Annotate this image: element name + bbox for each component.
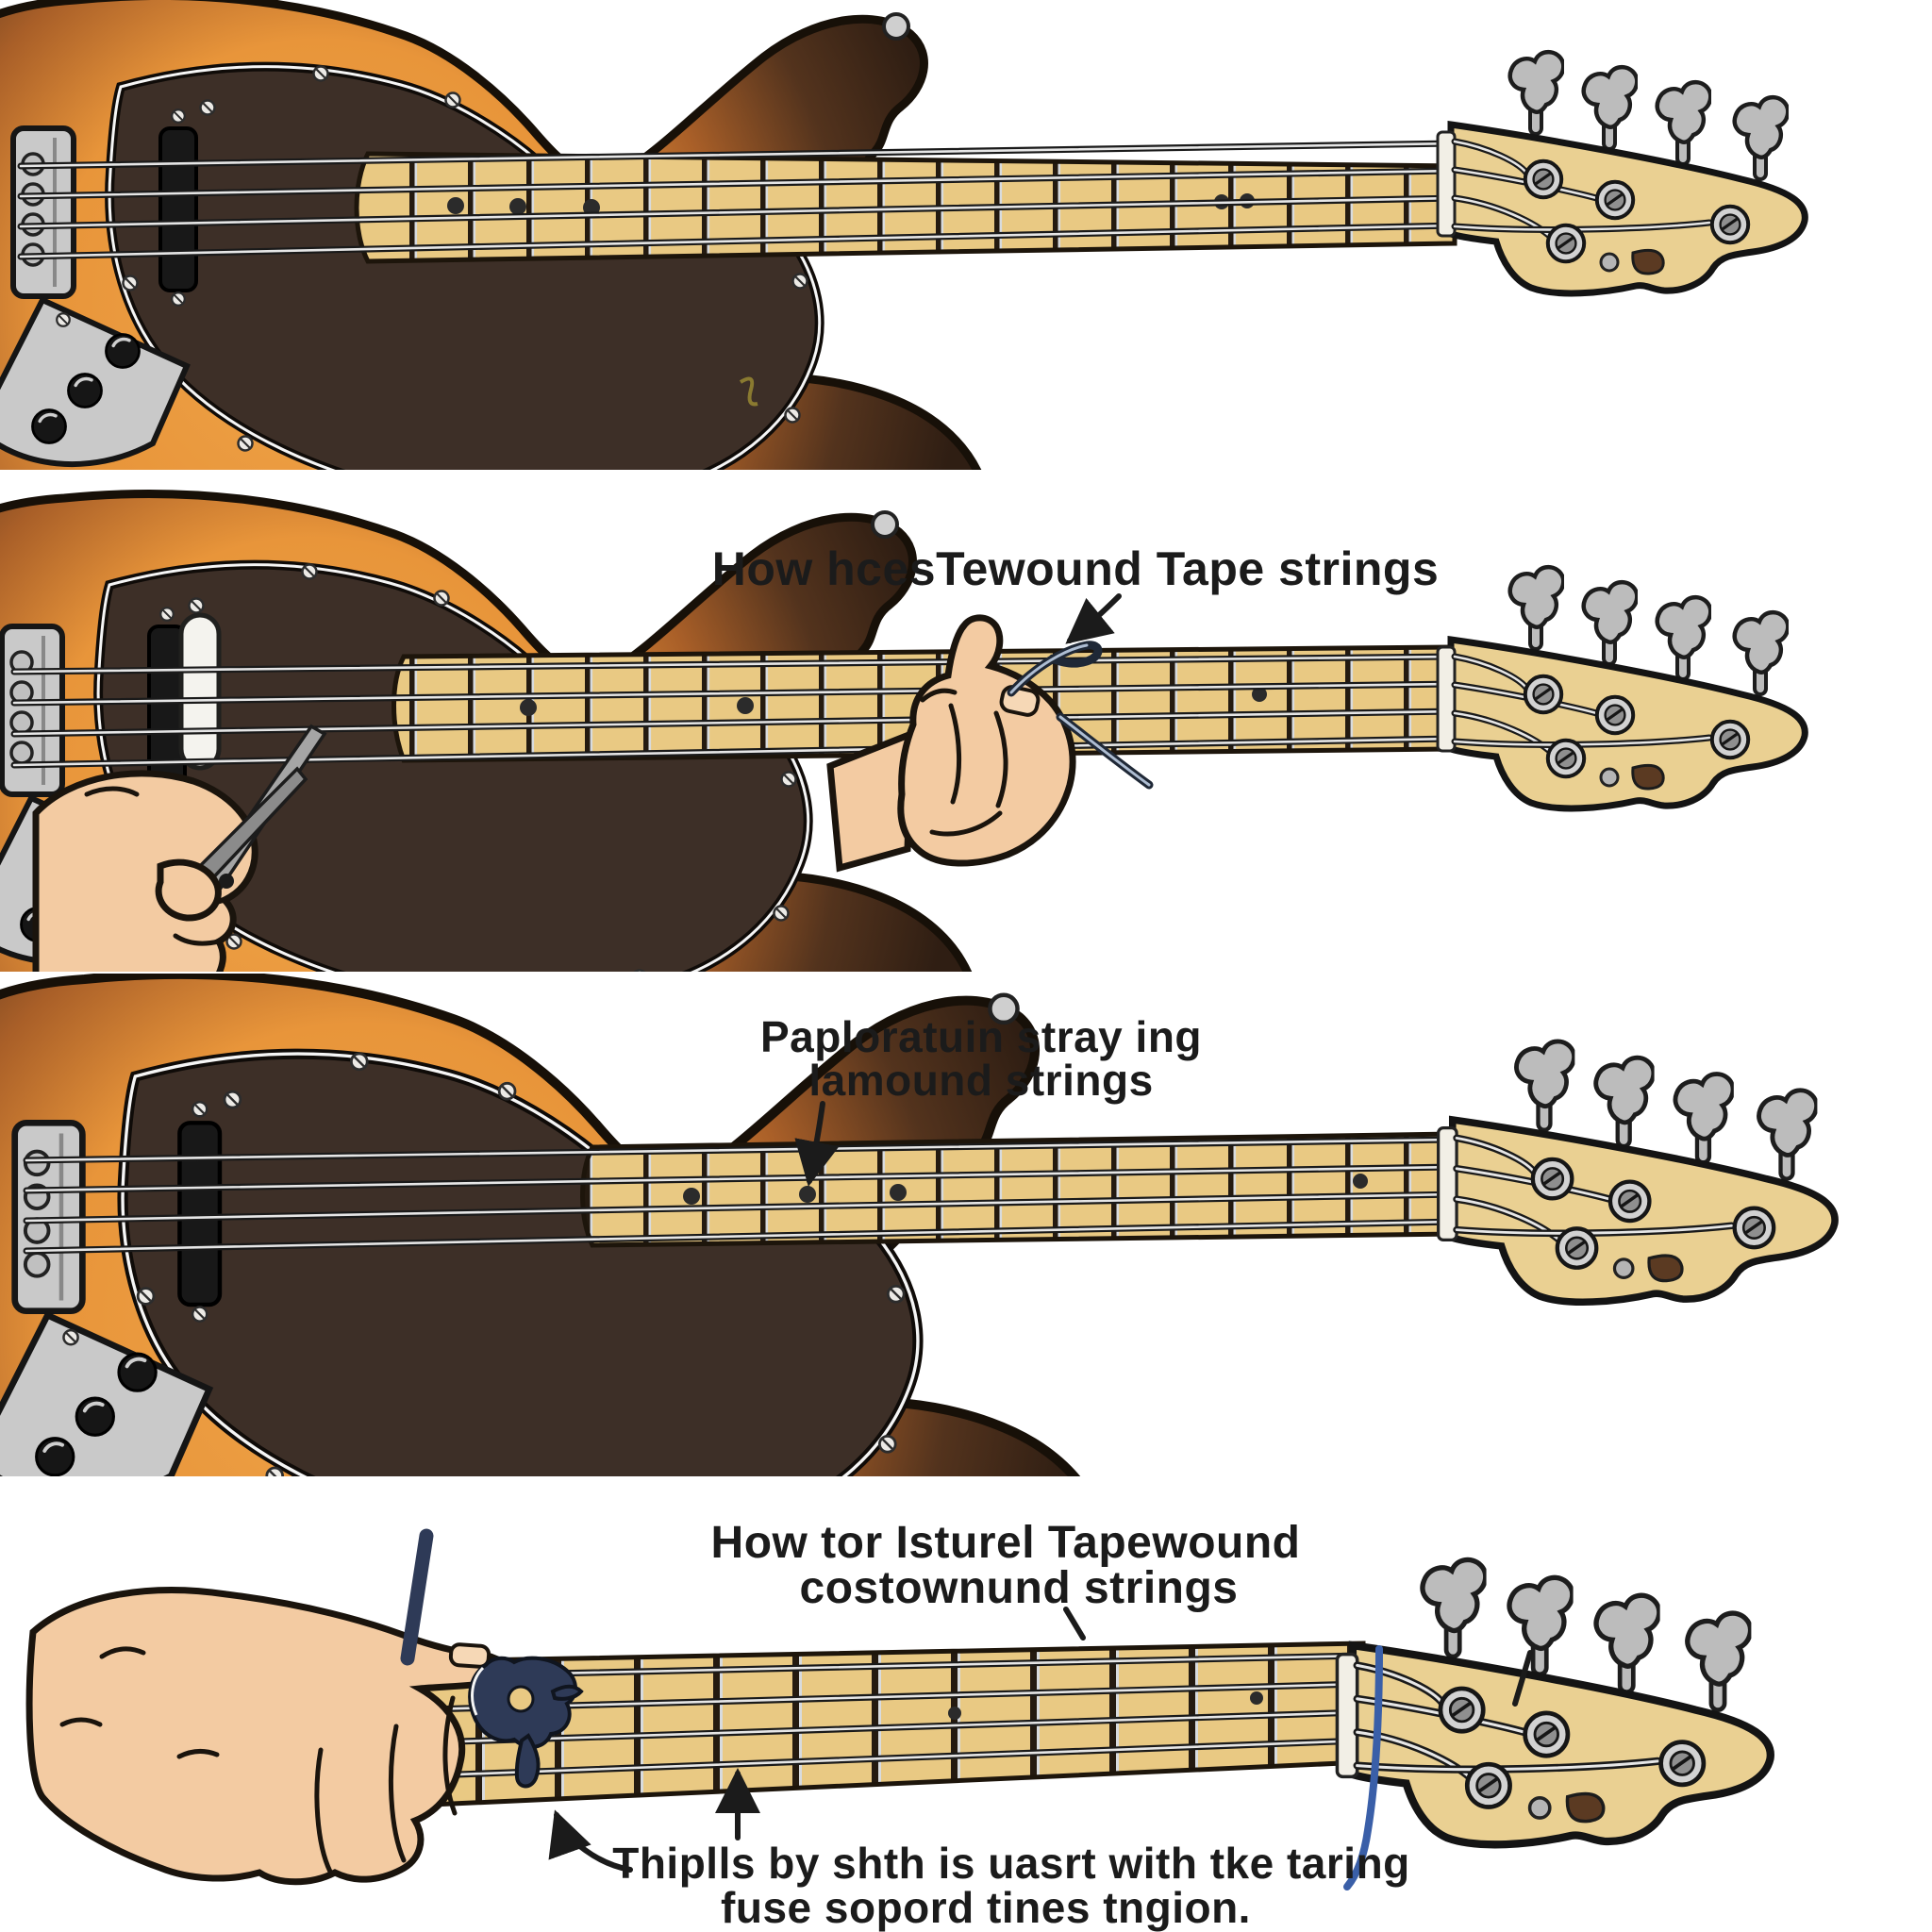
annotation-arrow <box>1065 593 1122 644</box>
annotation-arrow <box>794 1101 840 1187</box>
winding-hand-illustration <box>25 1587 508 1886</box>
fingernail <box>999 685 1041 717</box>
annotation-arrow-curved <box>548 1809 633 1873</box>
thumb-illustration <box>155 858 222 922</box>
strings-illustration <box>23 1136 1458 1255</box>
winder-handle-illustration <box>400 1528 434 1666</box>
loose-string-illustration <box>1343 1645 1383 1890</box>
pickup-cover-illustration <box>178 612 222 771</box>
strings-illustration <box>17 140 1458 260</box>
panel-4-caption-line1: Thiplls by shth is uasrt with tke taring <box>612 1839 1410 1888</box>
panel-step-1 <box>0 0 1805 736</box>
string-winder-icon <box>468 1656 584 1789</box>
panel-4-caption-line2: fuse sopord tines tngion. <box>721 1883 1251 1932</box>
annotation-tick <box>1063 1607 1086 1641</box>
fingernail <box>448 1642 491 1669</box>
panel-3-title-line1: Paploratuin stray ing <box>759 1012 1203 1061</box>
stray-mark <box>739 376 758 407</box>
cut-string-end-illustration <box>1007 641 1154 790</box>
annotation-tick <box>1512 1650 1533 1707</box>
panel-2-title: How hcesTewound Tape strings <box>711 542 1440 595</box>
panel-4-title-line1: How tor Isturel Tapewound <box>710 1518 1301 1568</box>
panel-step-4 <box>25 1528 1771 1890</box>
panel-step-3 <box>0 974 1835 1804</box>
panel-step-2 <box>0 493 1805 972</box>
wrist-illustration <box>826 728 915 873</box>
panel-4-title-line2: costownund strings <box>799 1563 1239 1613</box>
strings-illustration <box>10 653 1458 769</box>
panel-3-title-line2: lamound strings <box>808 1056 1154 1105</box>
fretting-hand-illustration <box>826 614 1076 873</box>
hand-with-scissors-illustration <box>32 724 327 972</box>
